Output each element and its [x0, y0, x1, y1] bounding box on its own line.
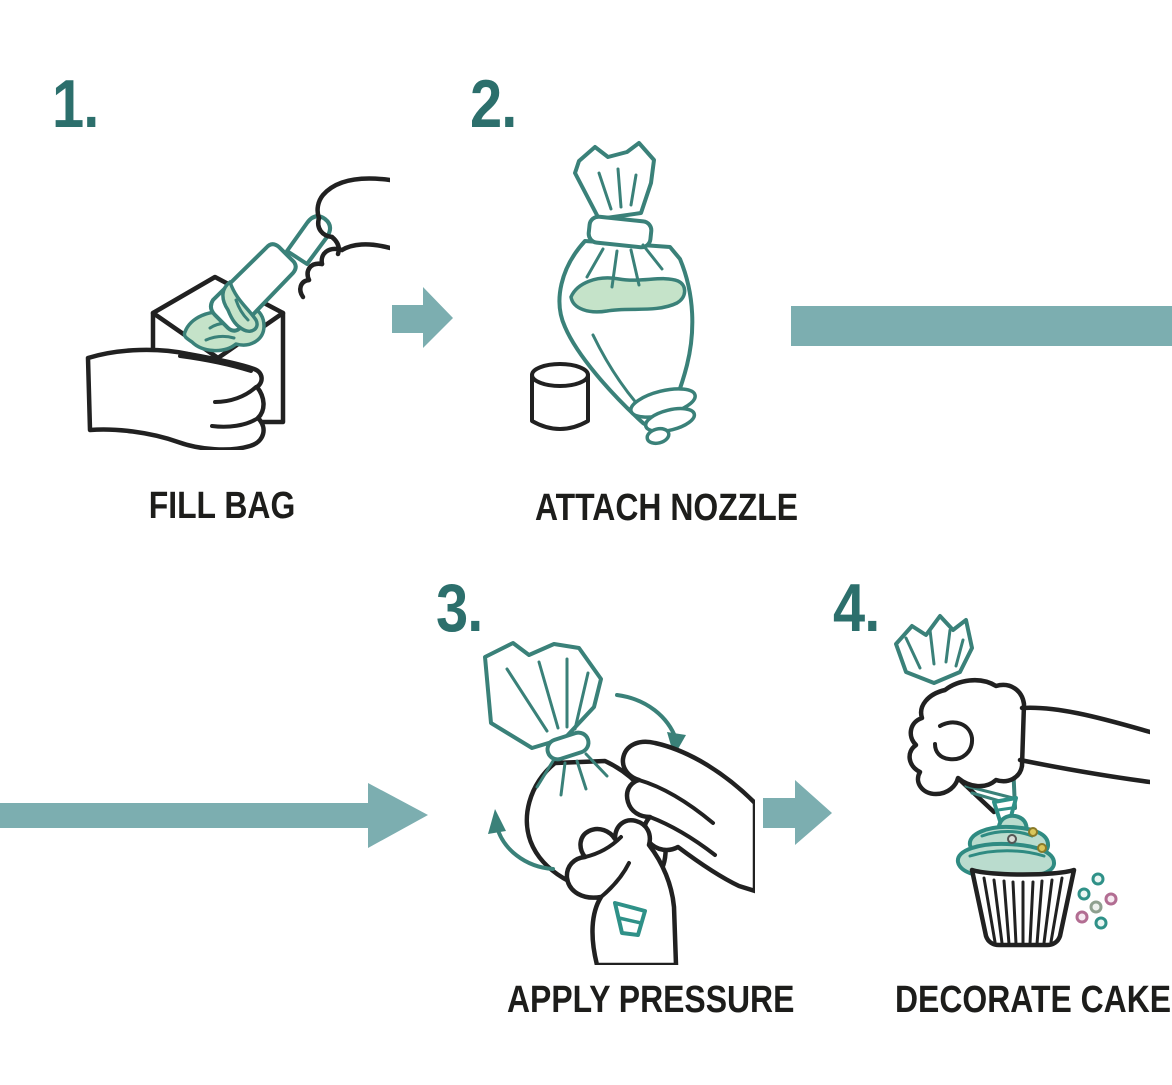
fill-bag-illustration: [85, 176, 390, 450]
step-3-number: 3.: [436, 570, 483, 646]
arrow-step1-step2: [392, 287, 453, 348]
bar-step2-offscreen-right: [791, 306, 1172, 346]
attach-nozzle-illustration: [530, 141, 697, 446]
step-1-number: 1.: [52, 66, 99, 142]
step-1-label: FILL BAG: [148, 485, 296, 527]
step-3-label: APPLY PRESSURE: [507, 979, 795, 1021]
decorate-cake-illustration: [894, 614, 1150, 948]
step-2-number: 2.: [470, 66, 517, 142]
bar-arrow-into-step3: [0, 783, 428, 848]
step-4-number: 4.: [833, 570, 880, 646]
apply-pressure-illustration: [483, 641, 755, 965]
step-2-label: ATTACH NOZZLE: [535, 487, 798, 529]
arrow-step3-step4: [763, 780, 832, 845]
step-4-label: DECORATE CAKE: [895, 979, 1172, 1021]
